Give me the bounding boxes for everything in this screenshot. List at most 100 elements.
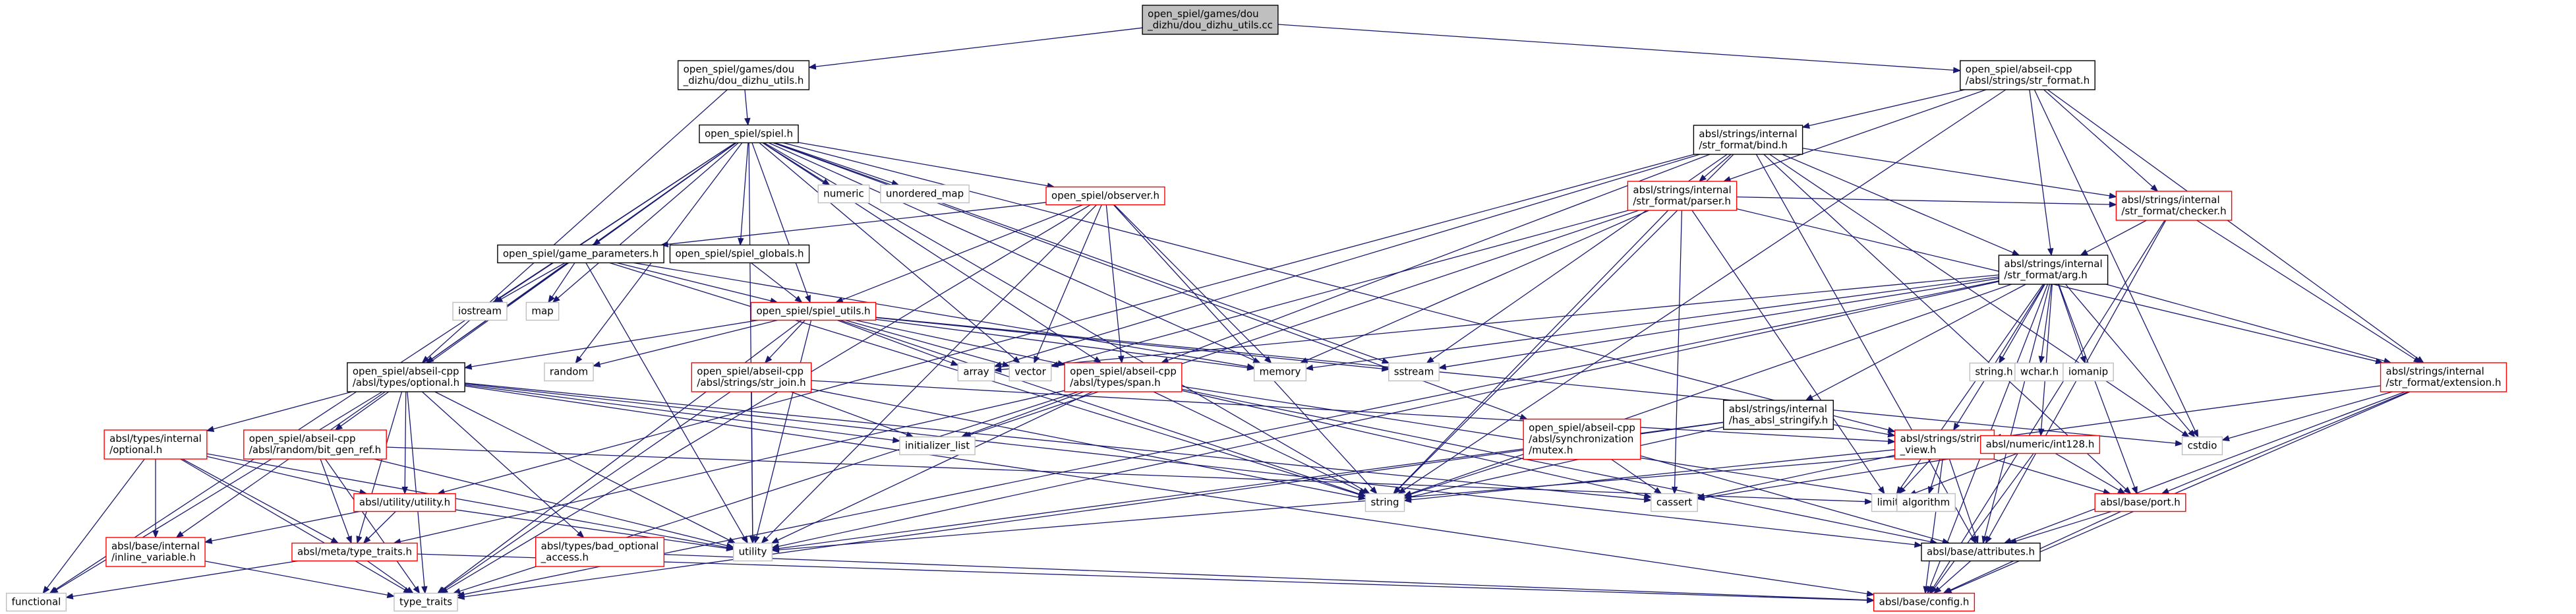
edge-line [465, 383, 1645, 501]
node-box [899, 436, 976, 456]
edge-line [2010, 391, 2405, 541]
node-box [347, 362, 465, 392]
node-checker-h[interactable]: absl/strings/internal/str_format/checker… [2115, 191, 2233, 221]
arrow-head [421, 355, 430, 363]
node-box [5, 592, 67, 612]
arrow-head [1381, 357, 1390, 364]
arrow-head [1999, 355, 2006, 364]
node-parser-h[interactable]: absl/strings/internal/str_format/parser.… [1627, 181, 1738, 211]
node-inline-variable-h[interactable]: absl/base/internal/inline_variable.h [105, 537, 206, 567]
node-types-internal-optional-h[interactable]: absl/types/internal/optional.h [103, 429, 208, 460]
edge-line [211, 510, 361, 541]
node-str-format-h[interactable]: open_spiel/abseil-cpp/absl/strings/str_f… [1960, 60, 2095, 90]
edge-parser-h-to-vector [1050, 210, 1629, 368]
node-spiel-globals-h[interactable]: open_spiel/spiel_globals.h [669, 244, 810, 264]
node-label: /absl/strings/str_format.h [1966, 75, 2090, 87]
node-box [880, 184, 970, 204]
node-arg-h[interactable]: absl/strings/internal/str_format/arg.h [1998, 255, 2109, 285]
edge-bind-h-to-cstdio [1769, 154, 2190, 438]
node-label: /inline_variable.h [111, 551, 196, 564]
node-label: absl/base/config.h [1879, 596, 1970, 608]
node-label: open_spiel/spiel_utils.h [756, 305, 870, 318]
node-string: string [1364, 493, 1405, 512]
edge-str-format-h-to-parser-h [1722, 89, 1987, 183]
arrow-head [2080, 249, 2089, 256]
arrow-head [808, 63, 817, 70]
edge-line [2041, 284, 2053, 429]
edge-line [73, 560, 299, 597]
node-config-h[interactable]: absl/base/config.h [1873, 592, 1976, 612]
edge-line [855, 319, 1059, 364]
arrow-head [1887, 431, 1896, 438]
arrow-head [2047, 247, 2054, 257]
node-bit-gen-ref-h[interactable]: open_spiel/abseil-cpp/absl/random/bit_ge… [243, 429, 387, 460]
arrow-head [576, 530, 585, 538]
node-has-stringify-h[interactable]: absl/strings/internal/has_absl_stringify… [1723, 400, 1834, 430]
edge-line [1736, 197, 2110, 205]
edge-bit-gen-ref-h-to-type-traits [324, 458, 421, 594]
node-box [1364, 493, 1405, 512]
node-optional-h[interactable]: open_spiel/abseil-cpp/absl/types/optiona… [347, 362, 465, 392]
arrow-head [1952, 422, 1960, 431]
edge-line [1181, 390, 1645, 497]
arrow-head [356, 536, 363, 544]
edge-str-format-h-to-cstdio [2034, 89, 2199, 438]
edge-line [1001, 274, 1999, 371]
edge-arg-h-to-port-h [2058, 284, 2138, 495]
edge-spiel-utils-h-to-array [837, 319, 959, 366]
arrow-head [1359, 487, 1368, 495]
edge-arg-h-to-wchar-h [2038, 284, 2052, 364]
node-string-view-h[interactable]: absl/strings/string_view.h [1894, 429, 1995, 460]
node-extension-h[interactable]: absl/strings/internal/str_format/extensi… [2380, 362, 2507, 392]
arrow-head [2038, 355, 2045, 364]
node-type-traits-h[interactable]: absl/meta/type_traits.h [291, 542, 418, 562]
arrow-head [771, 537, 780, 544]
edge-line [2029, 89, 2051, 249]
arrow-head [1878, 486, 1885, 495]
edge-line [2043, 89, 2153, 187]
node-label: _access.h [541, 551, 589, 564]
node-root[interactable]: open_spiel/games/dou_dizhu/dou_dizhu_uti… [1142, 5, 1279, 35]
node-str-join-h[interactable]: open_spiel/abseil-cpp/absl/strings/str_j… [691, 362, 812, 392]
node-box [1627, 181, 1738, 211]
edge-arg-h-to-string-view-h [1952, 284, 2045, 431]
edge-line [465, 385, 1867, 594]
node-port-h[interactable]: absl/base/port.h [2094, 493, 2186, 512]
edge-line [2034, 89, 2196, 431]
arrow-head [1898, 486, 1906, 495]
edge-line [777, 391, 1093, 541]
arrow-head [206, 425, 215, 432]
node-utility-h[interactable]: absl/utility/utility.h [353, 493, 456, 512]
edge-mutex-h-to-cassert [1611, 458, 1662, 495]
arrow-head [1160, 357, 1169, 363]
edge-line [840, 319, 1360, 495]
edge-line [2015, 510, 2112, 542]
node-bind-h[interactable]: absl/strings/internal/str_format/bind.h [1693, 125, 1803, 155]
edge-root-to-str-format-h [1277, 24, 1962, 74]
node-span-h[interactable]: open_spiel/abseil-cpp/absl/types/span.h [1064, 362, 1183, 392]
node-label: /str_format/arg.h [2004, 269, 2087, 282]
node-observer-h[interactable]: open_spiel/observer.h [1045, 186, 1165, 206]
arrow-head [1887, 427, 1896, 433]
node-bad-optional-access-h[interactable]: absl/types/bad_optional_access.h [535, 537, 665, 567]
node-attributes-h[interactable]: absl/base/attributes.h [1921, 542, 2041, 562]
node-game-params-h[interactable]: open_spiel/game_parameters.h [497, 244, 664, 264]
node-spiel-h[interactable]: open_spiel/spiel.h [699, 124, 799, 144]
node-box [1873, 592, 1976, 612]
edge-line [2055, 452, 2120, 491]
node-ddz-utils-h[interactable]: open_spiel/games/dou_dizhu/dou_dizhu_uti… [677, 60, 810, 90]
arrow-head [552, 295, 560, 303]
node-algorithm: algorithm [1896, 493, 1956, 512]
arrow-head [1933, 586, 1942, 594]
arrow-head [1305, 364, 1314, 371]
edge-line [1802, 148, 2110, 197]
node-int128-h[interactable]: absl/numeric/int128.h [1979, 435, 2101, 454]
edge-utility-h-to-inline-variable-h [204, 510, 361, 544]
edge-observer-h-to-utility [761, 204, 1098, 544]
edge-line [368, 511, 396, 539]
edge-arg-h-to-has-stringify-h [1805, 284, 2026, 401]
edge-line [2167, 391, 2409, 492]
node-spiel-utils-h[interactable]: open_spiel/spiel_utils.h [750, 301, 877, 321]
edge-line [465, 384, 894, 441]
node-mutex-h[interactable]: open_spiel/abseil-cpp/absl/synchronizati… [1523, 418, 1641, 460]
